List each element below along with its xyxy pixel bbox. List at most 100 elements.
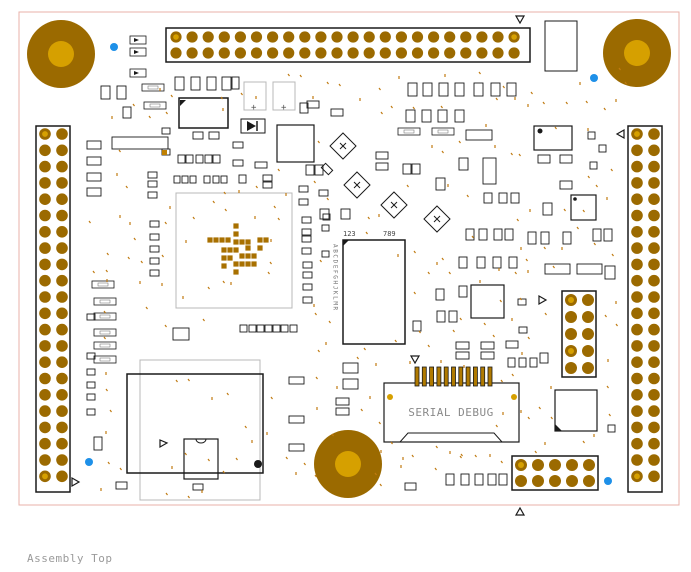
resistor-pack-outline [91,280,115,289]
silk-tick [582,209,585,213]
passive-outline [189,175,197,184]
silk-tick [175,379,178,383]
pad [565,328,577,340]
pad [39,258,51,271]
passive-outline [438,82,449,97]
mounting-hole-icon [27,20,95,88]
pad [56,356,68,369]
passive-outline [280,324,289,333]
resistor-pack-outline [141,83,165,92]
passive-outline [587,131,596,140]
pad [347,31,359,43]
pad [631,226,643,238]
passive-outline [122,106,132,119]
pad [56,193,68,205]
passive-outline [527,231,537,245]
silk-tick [109,409,112,413]
pad [648,356,660,369]
pad [648,291,660,303]
pad-center [568,297,574,303]
pad [39,421,51,434]
passive-outline [248,324,257,333]
silk-tick [499,299,502,303]
passive-outline [482,157,497,185]
passive-outline [149,269,160,277]
passive-outline [490,82,501,97]
silk-tick [207,458,210,462]
pad [648,389,660,401]
passive-outline [220,175,228,184]
passive-outline [559,180,573,190]
passive-outline [232,141,244,149]
silk-tick [492,334,495,338]
bga-ground-pad [227,255,233,261]
pad [631,340,643,352]
pad [39,389,51,401]
fiducial-icon [604,477,612,485]
debug-pin [421,366,427,387]
pad [508,47,520,59]
silk-tick [495,424,498,428]
passive-outline [518,357,527,368]
pin-one-markers [71,15,625,516]
pad [549,459,561,471]
passive-outline [161,127,171,135]
resistor-pack-outline [431,127,455,136]
pad [631,323,643,336]
passive-outline [483,192,493,204]
silk-tick [534,450,537,454]
passive-outline [460,473,470,486]
pad [395,31,407,43]
bga-ground-pad [245,261,251,267]
silk-tick [145,306,148,310]
passive-outline [147,171,158,179]
pad [648,454,660,466]
pad [631,209,643,222]
led-outline [129,35,147,45]
bottom-header-outline [511,455,599,491]
silk-tick [170,94,173,98]
pad [631,258,643,271]
passive-outline [254,161,268,169]
pad [631,356,643,369]
passive-outline [454,109,465,123]
silk-tick [187,495,190,499]
passive-outline [540,231,550,245]
passive-outline [86,368,96,376]
pad [583,459,595,471]
debug-pin [472,366,478,387]
fiducial-icon [590,74,598,82]
silk-tick [390,105,393,109]
passive-outline [518,326,528,334]
pad [631,291,643,303]
passive-outline [492,256,502,269]
pad [39,356,51,369]
silk-tick [360,408,363,412]
ic-pin-label-left: 123 [343,230,356,238]
passive-outline [192,131,204,140]
pad [347,47,359,59]
right-header-pads [631,128,660,483]
passive-outline [375,151,389,160]
qfn-ic-outline [276,124,315,163]
silk-tick [326,197,329,201]
silk-tick [527,336,530,340]
pad [648,226,660,238]
passive-outline [436,310,446,323]
silkscreen-ticks [88,67,627,499]
bga-ground-pad [257,237,263,243]
pad [218,47,230,59]
pad-center [173,34,179,40]
bga-ground-pad [239,261,245,267]
bga-ground-pad [245,245,251,251]
silk-tick [495,97,498,101]
pad [39,340,51,352]
pad [411,47,424,59]
passive-outline [539,352,549,364]
resistor-pack-outline [93,341,117,350]
pin-one-triangle-icon [71,476,81,488]
bga-ground-pad [239,253,245,259]
passive-outline [301,235,312,243]
passive-components [86,35,616,491]
connector-outline [544,20,578,72]
